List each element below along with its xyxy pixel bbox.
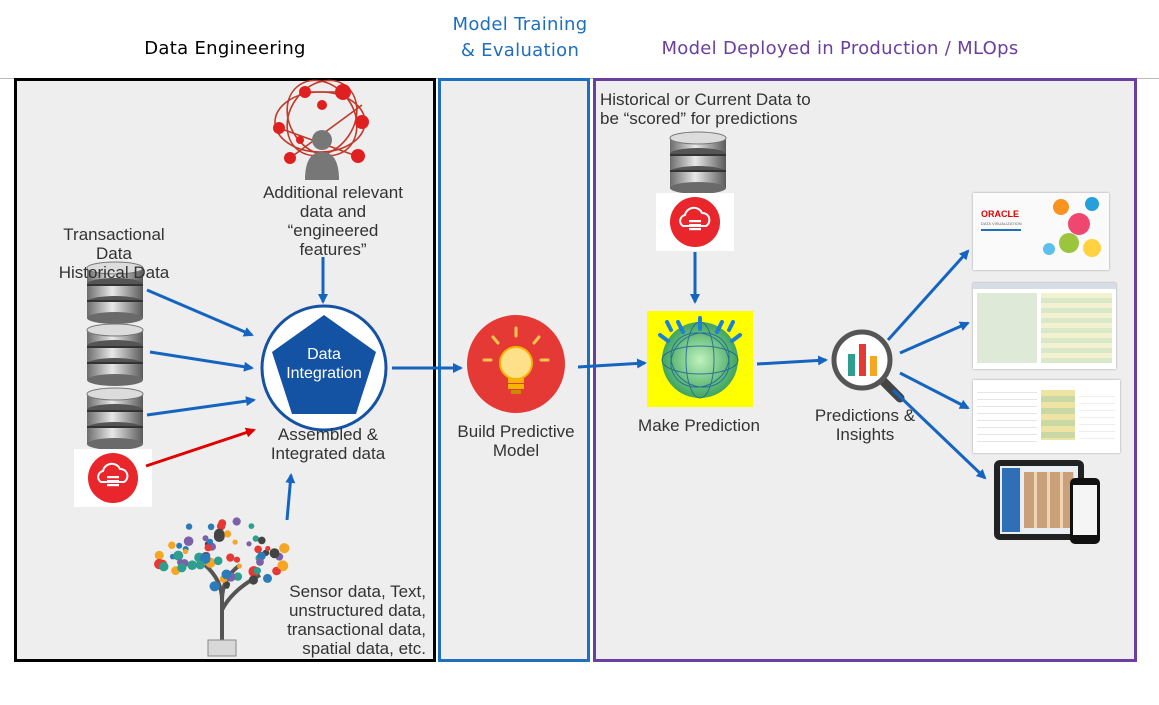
tree-node-dot [204, 543, 212, 552]
oracle-subtitle: DATA VISUALIZATION [981, 221, 1022, 226]
tree-node-dot [279, 543, 290, 554]
tree-node-dot [277, 560, 289, 572]
tree-node-dot [183, 536, 194, 546]
tree-node-dot [221, 569, 232, 580]
data-tree-icon [154, 517, 290, 657]
tree-node-dot [206, 538, 214, 545]
oracle-logo: ORACLE [981, 209, 1019, 219]
build-model-label: Build Predictive Model [457, 422, 575, 460]
database-icon [669, 131, 727, 195]
analytics-dashboard-thumbnail [973, 283, 1116, 369]
tree-node-dot [256, 558, 264, 566]
tree-node-dot [185, 523, 193, 530]
tree-node-dot [176, 542, 183, 549]
tree-node-dot [257, 551, 266, 561]
tree-node-dot [272, 550, 279, 557]
tree-node-dot [223, 583, 230, 589]
tree-node-dot [173, 550, 184, 561]
tree-node-dot [253, 567, 261, 575]
cloud-database-icon [73, 448, 153, 508]
cloud-database-icon [655, 192, 735, 252]
transactional-data-label: Transactional Data Historical Data [58, 225, 170, 282]
tree-node-dot [154, 550, 164, 560]
flow-arrows [146, 249, 987, 521]
oracle-dashboard-thumbnail: ORACLE DATA VISUALIZATION [973, 193, 1109, 270]
make-prediction-label: Make Prediction [638, 416, 760, 435]
tree-node-dot [258, 536, 266, 545]
tree-node-dot [265, 545, 271, 552]
tree-node-dot [254, 545, 262, 554]
tree-node-dot [248, 523, 255, 529]
network-person-icon [273, 79, 369, 180]
tree-node-dot [182, 548, 189, 555]
tree-node-dot [237, 563, 242, 569]
tree-node-dot [248, 575, 258, 585]
tree-node-dot [214, 528, 225, 540]
tree-node-dot [252, 535, 259, 542]
section-title-data-engineering: Data Engineering [144, 38, 306, 59]
tree-node-dot [207, 523, 215, 531]
tree-node-dot [224, 530, 232, 538]
database-icon [86, 387, 144, 451]
section-title-model-training: Model Training & Evaluation [452, 14, 588, 61]
assembled-data-label: Assembled & Integrated data [270, 425, 386, 463]
devices-thumbnail [994, 460, 1106, 546]
scored-data-label: Historical or Current Data to be “scored… [600, 90, 811, 128]
tree-node-dot [177, 563, 187, 573]
tree-node-dot [218, 519, 227, 528]
tree-node-dot [232, 539, 238, 545]
section-title-model-deployed: Model Deployed in Production / MLOps [661, 38, 1019, 59]
database-icon [86, 323, 144, 387]
tree-node-dot [246, 541, 252, 547]
tree-node-dot [195, 560, 205, 570]
cloud-flow-arrow [145, 427, 256, 468]
tree-node-dot [226, 553, 235, 562]
globe-sphere-icon [647, 311, 753, 407]
tree-node-dot [187, 560, 197, 570]
report-table-thumbnail [973, 380, 1120, 453]
tree-node-dot [202, 535, 209, 542]
predictions-insights-label: Predictions & Insights [814, 406, 916, 444]
tree-node-dot [159, 562, 169, 572]
tree-node-dot [232, 517, 241, 526]
lightbulb-icon [467, 315, 565, 413]
data-integration-label: Data Integration [286, 346, 362, 382]
magnifier-chart-icon [831, 329, 905, 403]
tree-node-dot [233, 572, 243, 581]
tree-node-dot [209, 581, 220, 592]
pentagon-icon [260, 304, 388, 432]
tree-node-dot [263, 573, 272, 583]
tree-node-dot [274, 568, 281, 575]
tree-node-dot [233, 556, 241, 563]
tree-node-dot [168, 541, 176, 549]
additional-data-label: Additional relevant data and “engineered… [263, 183, 403, 259]
tree-node-dot [213, 556, 223, 566]
sensor-data-label: Sensor data, Text, unstructured data, tr… [287, 582, 426, 658]
